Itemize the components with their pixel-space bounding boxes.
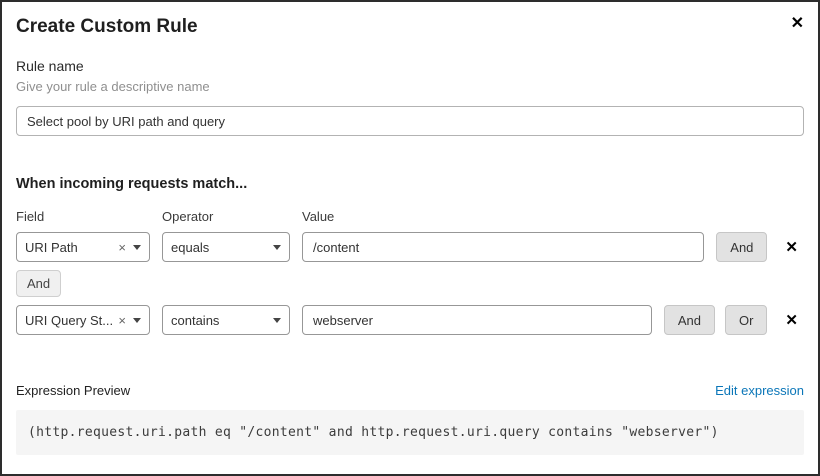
and-button[interactable]: And — [716, 232, 768, 262]
chevron-down-icon — [273, 244, 281, 250]
column-label-operator: Operator — [162, 209, 214, 224]
column-labels: Field Operator Value — [16, 209, 804, 224]
match-row-1: URI Path × equals And ✕ — [16, 232, 804, 262]
remove-row-icon[interactable]: ✕ — [785, 311, 798, 329]
column-label-value: Value — [302, 209, 335, 224]
rule-name-section: Rule name Give your rule a descriptive n… — [16, 58, 804, 136]
and-button[interactable]: And — [663, 305, 715, 335]
match-section: When incoming requests match... Field Op… — [16, 176, 804, 335]
expression-preview-label: Expression Preview — [16, 383, 131, 398]
match-row-2: URI Query St... × contains And Or ✕ — [16, 305, 804, 335]
field-select[interactable]: URI Query St... × — [16, 305, 150, 335]
column-label-field: Field — [16, 209, 45, 224]
value-input[interactable] — [302, 232, 705, 262]
chevron-down-icon — [273, 317, 281, 323]
expression-header: Expression Preview Edit expression — [16, 383, 804, 398]
expression-code: (http.request.uri.path eq "/content" and… — [16, 410, 804, 455]
rule-name-label: Rule name — [16, 58, 84, 74]
close-icon[interactable]: ✕ — [790, 15, 804, 32]
expression-section: Expression Preview Edit expression (http… — [16, 383, 804, 455]
match-heading: When incoming requests match... — [16, 176, 248, 192]
chevron-down-icon — [133, 244, 141, 250]
field-select-value: URI Query St... — [25, 312, 114, 328]
clear-field-icon[interactable]: × — [118, 239, 126, 255]
clear-field-icon[interactable]: × — [118, 312, 126, 328]
field-select-value: URI Path — [25, 239, 78, 255]
rule-name-input[interactable] — [16, 106, 804, 136]
edit-expression-link[interactable]: Edit expression — [715, 383, 804, 398]
or-button[interactable]: Or — [724, 305, 768, 335]
field-select[interactable]: URI Path × — [16, 232, 150, 262]
value-input[interactable] — [302, 305, 652, 335]
page-title: Create Custom Rule — [16, 16, 198, 37]
rule-name-hint: Give your rule a descriptive name — [16, 79, 210, 94]
operator-select[interactable]: equals — [162, 232, 290, 262]
chevron-down-icon — [133, 317, 141, 323]
operator-select-value: contains — [171, 312, 220, 328]
operator-select-value: equals — [171, 239, 210, 255]
remove-row-icon[interactable]: ✕ — [785, 238, 798, 256]
operator-select[interactable]: contains — [162, 305, 290, 335]
dialog-header: Create Custom Rule ✕ — [16, 16, 804, 38]
connector-and-badge[interactable]: And — [16, 270, 62, 297]
